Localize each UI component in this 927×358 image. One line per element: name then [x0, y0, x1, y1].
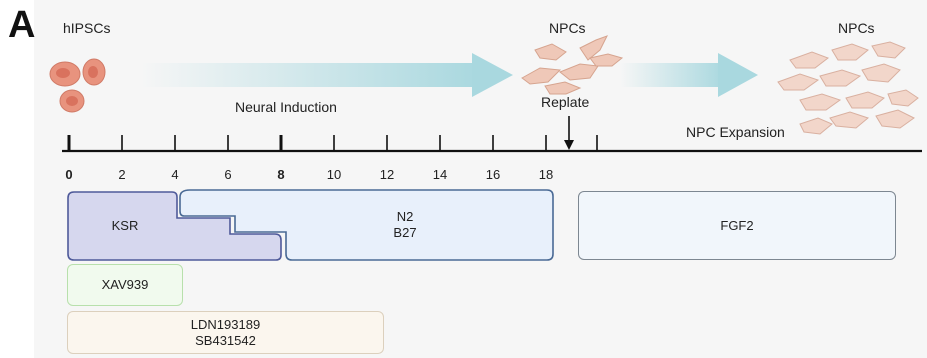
npc-cells-mid: [521, 35, 624, 95]
fgf2-label: FGF2: [720, 217, 754, 233]
label-neural-induction: Neural Induction: [235, 99, 337, 115]
tick-label-8: 8: [277, 167, 285, 182]
timeline-axis: [62, 135, 922, 153]
tick-label-2: 2: [118, 167, 126, 182]
replate-arrow: [564, 116, 574, 150]
induction-arrow: [140, 53, 513, 97]
n2-box: [179, 189, 554, 261]
n2-line1: N2: [396, 209, 414, 224]
ipsc-cells: [49, 58, 106, 113]
label-npcs-mid: NPCs: [549, 20, 586, 36]
panel-label: A: [8, 4, 36, 46]
tick-label-0: 0: [65, 167, 73, 182]
label-replate: Replate: [541, 94, 590, 110]
ldn-label: LDN193189: [190, 316, 261, 332]
ksr-box: [67, 191, 282, 261]
tick-label-18: 18: [538, 167, 554, 182]
tick-label-10: 10: [326, 167, 342, 182]
ldn-sb-box: LDN193189 SB431542: [67, 311, 384, 354]
tick-label-16: 16: [485, 167, 501, 182]
xav939-box: XAV939: [67, 264, 183, 306]
tick-label-14: 14: [432, 167, 448, 182]
tick-label-4: 4: [171, 167, 179, 182]
sb-label: SB431542: [195, 332, 256, 348]
fgf2-box: FGF2: [578, 191, 896, 260]
xav939-label: XAV939: [101, 277, 149, 292]
n2-label: N2 B27: [360, 209, 450, 241]
npc-cells-end: [777, 41, 919, 135]
label-npcs-end: NPCs: [838, 20, 875, 36]
ksr-label: KSR: [111, 218, 139, 233]
tick-label-6: 6: [224, 167, 232, 182]
tick-label-12: 12: [379, 167, 395, 182]
expansion-arrow: [620, 53, 758, 97]
n2-line2: B27: [393, 225, 417, 240]
label-npc-expansion: NPC Expansion: [686, 124, 785, 140]
label-hipscs: hIPSCs: [63, 20, 111, 36]
